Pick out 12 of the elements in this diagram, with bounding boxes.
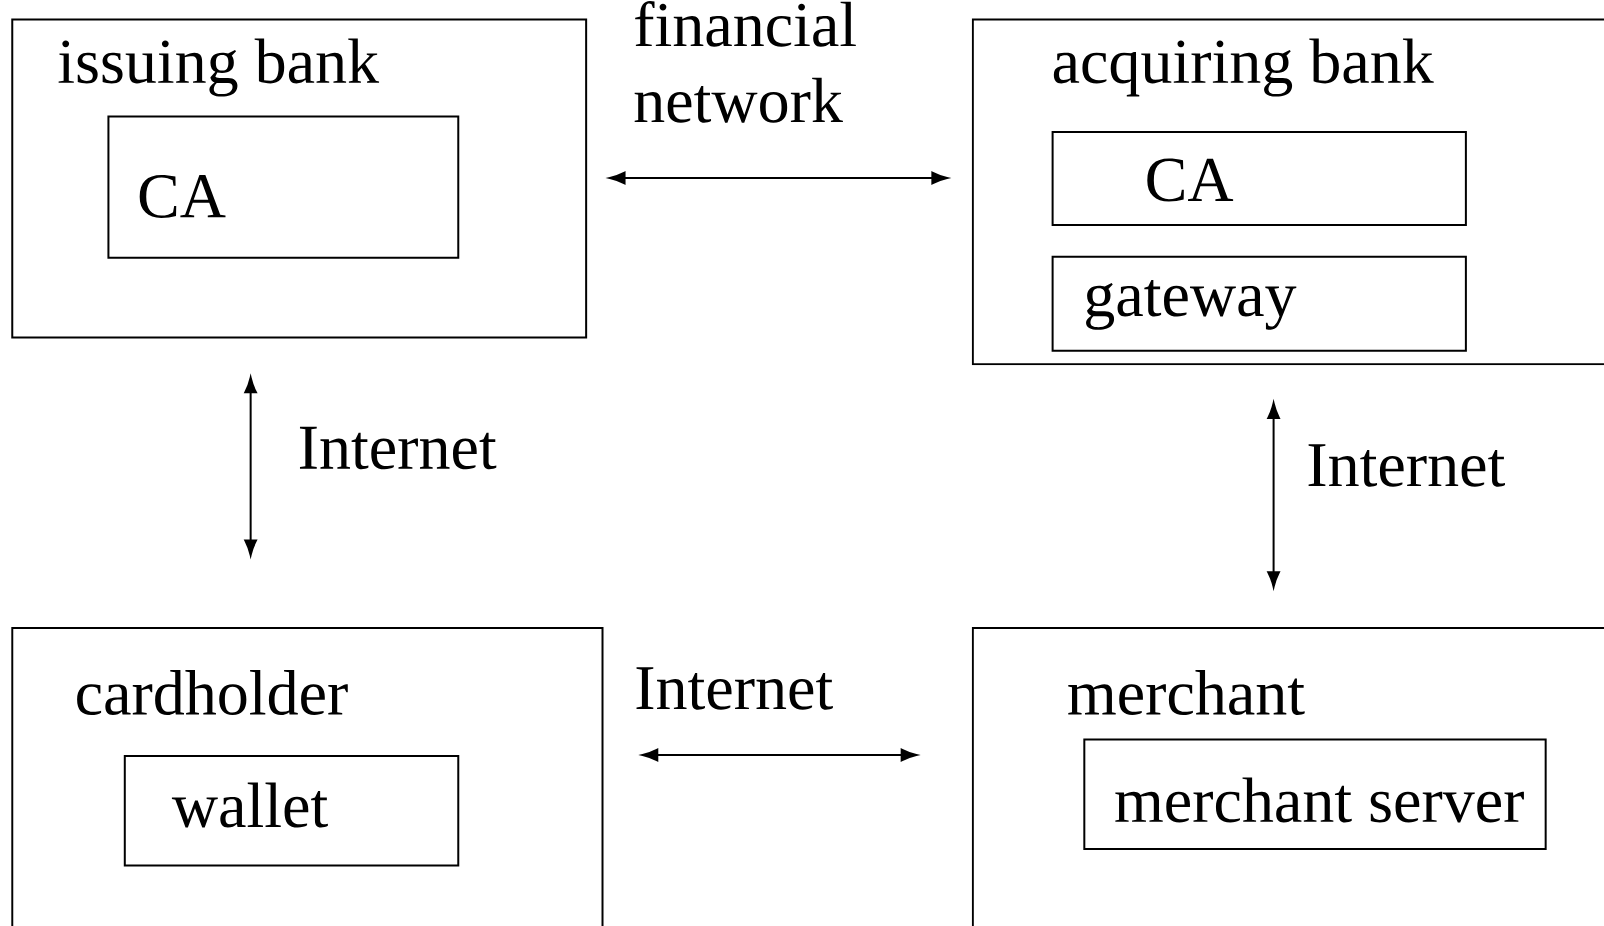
- arrow: [641, 748, 918, 762]
- component-box: gateway: [1051, 255, 1467, 352]
- component-box: CA: [1051, 130, 1467, 227]
- edge-label: Internet: [636, 667, 833, 710]
- edge-label: Internet: [1308, 444, 1505, 487]
- component-box: wallet: [123, 754, 460, 867]
- edge-label: Internet: [300, 426, 497, 470]
- component-box: CA: [107, 115, 460, 259]
- edge-label: financial network: [634, 1, 856, 123]
- arrow: [608, 171, 948, 185]
- arrow: [244, 376, 257, 557]
- component-box: merchant server: [1083, 738, 1547, 851]
